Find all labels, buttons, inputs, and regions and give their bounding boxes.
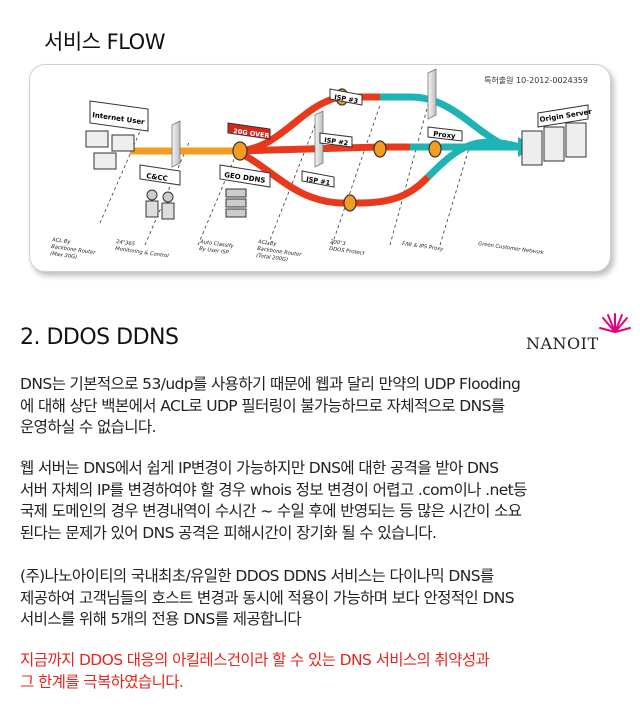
traffic-red-paths xyxy=(233,93,381,207)
paragraph-3-line-3: 서비스를 위해 5개의 전용 DNS를 제공합니다 xyxy=(20,610,302,628)
svg-text:200"3 DDOS Protect: 200"3 DDOS Protect xyxy=(329,239,367,257)
logo-text: NANOIT xyxy=(526,334,599,353)
svg-text:ACL By Backbone Router: ACL By Backbone Router (Max 30G) xyxy=(49,237,99,263)
svg-text:ACL By Backbone Router: ACL By Backbone Router (Total 200G) xyxy=(255,239,305,265)
paragraph-4-highlight: 지금까지 DDOS 대응의 아킬레스건이라 할 수 있는 DNS 서비스의 취약… xyxy=(20,650,632,693)
caption-4-line-1: ACL By xyxy=(257,239,278,248)
red-arrow-lower xyxy=(359,174,431,207)
isp2-label: ISP #2 xyxy=(324,136,349,147)
over-badge xyxy=(227,122,271,140)
svg-text:24"365 Monitoring & Co: 24"365 Monitoring & Control xyxy=(115,239,171,259)
captions: ACL By Backbone Router (Max 30G) 24"365 … xyxy=(49,237,545,265)
svg-text:Green Customer Network: Green Customer Network xyxy=(478,241,545,256)
origin-server-icon xyxy=(521,104,589,166)
traffic-teal-paths xyxy=(380,93,521,180)
paragraph-2-line-2: 서버 자체의 IP를 변경하여야 할 경우 whois 정보 변경이 어렵고 .… xyxy=(20,480,527,499)
paragraph-1-line-3: 운영하실 수 없습니다. xyxy=(20,418,157,436)
svg-text:F/W & IPS Proxy: F/W & IPS Proxy xyxy=(402,241,445,253)
section-title-ddos-ddns: 2. DDOS DDNS xyxy=(20,325,179,350)
caption-6-line-1: F/W & IPS Proxy xyxy=(402,241,445,253)
paragraph-2: 웹 서버는 DNS에서 쉽게 IP변경이 가능하지만 DNS에 대한 공격을 받… xyxy=(20,458,632,544)
paragraph-3-line-1: (주)나노아이티의 국내최초/유일한 DDOS DDNS 서비스는 다이나믹 D… xyxy=(20,567,494,585)
paragraph-1-line-1: DNS는 기본적으로 53/udp를 사용하기 때문에 웹과 달리 만약의 UD… xyxy=(20,375,521,393)
caption-5-line-1: 200"3 xyxy=(330,239,346,247)
tier-lines xyxy=(99,104,471,246)
paragraph-4-line-1: 지금까지 DDOS 대응의 아킬레스건이라 할 수 있는 DNS 서비스의 취약… xyxy=(20,651,490,669)
internet-user-icon xyxy=(85,100,149,170)
caption-7-line-1: Green Customer Network xyxy=(478,241,545,256)
paragraph-1: DNS는 기본적으로 53/udp를 사용하기 때문에 웹과 달리 만약의 UD… xyxy=(20,374,632,439)
isp3-tag xyxy=(329,88,363,106)
caption-5-line-2: DDOS Protect xyxy=(329,246,366,257)
caption-4-line-3: (Total 200G) xyxy=(256,253,289,263)
caption-3-line-1: Auto Classify xyxy=(199,239,235,250)
paragraph-1-line-2: 에 대해 상단 백본에서 ACL로 UDP 필터링이 불가능하므로 자체적으로 … xyxy=(20,396,505,415)
paragraph-3: (주)나노아이티의 국내최초/유일한 DDOS DDNS 서비스는 다이나믹 D… xyxy=(20,566,632,631)
paragraph-2-line-1: 웹 서버는 DNS에서 쉽게 IP변경이 가능하지만 DNS에 대한 공격을 받… xyxy=(20,459,499,477)
geo-ddns-icon xyxy=(219,164,271,218)
caption-1-line-3: (Max 30G) xyxy=(50,251,78,261)
nanoit-logo: NANOIT xyxy=(526,312,634,360)
proxy-tag xyxy=(427,126,463,142)
paragraph-3-line-2: 제공하여 고객님들의 호스트 변경과 동시에 적용이 가능하며 보다 안정적인 … xyxy=(20,588,515,607)
service-flow-diagram: 특허출원 10-2012-0024359 xyxy=(29,64,611,272)
section-title-service-flow: 서비스 FLOW xyxy=(44,30,165,54)
paragraph-2-line-4: 된다는 문제가 있어 DNS 공격은 피해시간이 장기화 될 수 있습니다. xyxy=(20,523,437,542)
isp1-tag xyxy=(301,170,335,188)
caption-3-line-2: By User ISP xyxy=(199,246,230,256)
proxy-label: Proxy xyxy=(433,130,457,140)
caption-1-line-1: ACL By xyxy=(51,237,72,246)
caption-2-line-1: 24"365 xyxy=(116,239,136,248)
flow-graphic: Internet User C&CC GEO DDNS 20G OVER ISP… xyxy=(49,68,593,265)
cncc-label: C&CC xyxy=(146,172,168,183)
isp2-tag xyxy=(319,132,353,148)
logo-burst-icon xyxy=(599,313,631,333)
cncc-icon xyxy=(139,164,181,220)
paragraph-4-line-2: 그 한계를 극복하였습니다. xyxy=(20,672,184,691)
patent-number: 특허출원 10-2012-0024359 xyxy=(484,76,588,85)
firewall-icons xyxy=(171,68,437,168)
caption-2-line-2: Monitoring & Control xyxy=(115,246,170,260)
svg-text:Auto Classify By User: Auto Classify By User ISP xyxy=(198,239,236,257)
paragraph-2-line-3: 국제 도메인의 경우 변경내역이 수시간 ~ 수일 후에 반영되는 등 많은 시… xyxy=(20,502,522,520)
